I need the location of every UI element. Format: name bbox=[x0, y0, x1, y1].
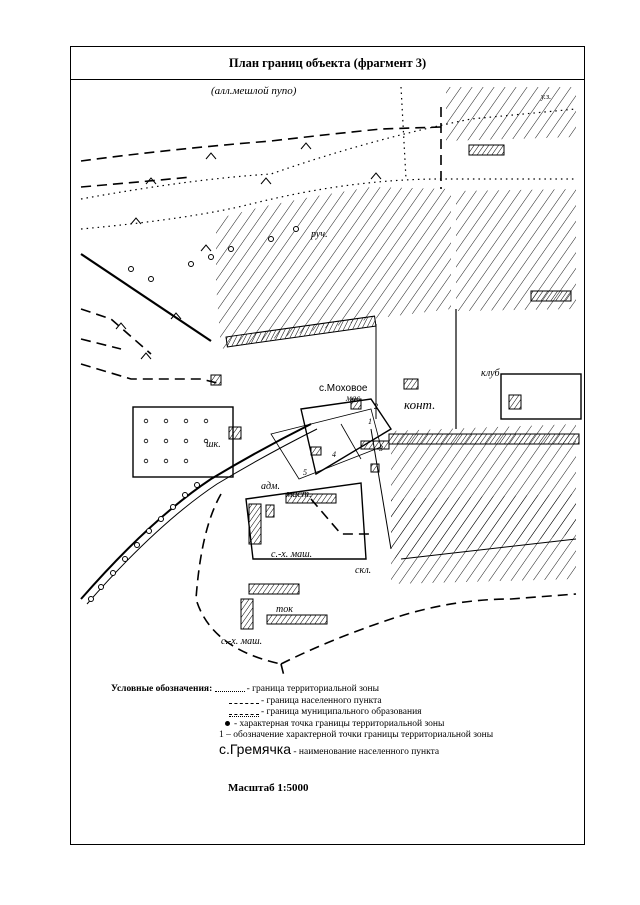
legend-row-point-number: 1 – обозначение характерной точки границ… bbox=[111, 730, 581, 742]
point-label-1: 1 bbox=[368, 417, 372, 426]
legend-point-number-sample: 1 bbox=[219, 730, 224, 740]
label-shk: шк. bbox=[206, 439, 221, 450]
building-bars bbox=[210, 144, 580, 630]
legend-text-point-number: – обозначение характерной точки границы … bbox=[226, 730, 494, 740]
legend-settlement-name-sample: с.Гремячка bbox=[219, 740, 291, 757]
dotted-line-swatch bbox=[214, 685, 245, 693]
legend-text-settlement: - граница населенного пункта bbox=[261, 695, 382, 706]
point-label-5: 5 bbox=[303, 468, 307, 477]
dash-dot-line-swatch bbox=[229, 708, 259, 718]
map-scale: Масштаб 1:5000 bbox=[228, 782, 309, 794]
legend-text-municipal: - граница муниципального образования bbox=[261, 707, 422, 717]
label-mast: маст. bbox=[285, 489, 312, 500]
label-adm: адм. bbox=[261, 481, 280, 492]
legend-text-settlement-name: - наименование населенного пункта bbox=[293, 746, 440, 757]
school-yard-dots bbox=[143, 418, 209, 464]
label-uz: у.з. bbox=[540, 92, 551, 101]
map-sheet-frame: План границ объекта (фрагмент 3) bbox=[70, 46, 585, 845]
label-top-road: (алл.мешлой пупо) bbox=[211, 85, 297, 97]
legend-text-point: - характерная точка границы территориаль… bbox=[234, 718, 445, 729]
legend-text-zone: - граница территориальной зоны bbox=[246, 684, 379, 694]
label-klub: клуб bbox=[481, 368, 501, 379]
block-outlines bbox=[132, 373, 582, 560]
point-icon bbox=[225, 720, 230, 726]
meadow-marks bbox=[115, 142, 382, 360]
tree-symbols bbox=[88, 226, 299, 602]
legend-row-municipal: - граница муниципального образования bbox=[111, 707, 581, 719]
legend-row-point: - характерная точка границы территориаль… bbox=[111, 719, 581, 731]
point-label-4: 4 bbox=[332, 450, 336, 459]
cadastral-map: 2 3 4 5 1 (алл.мешлой пупо) у.з. руч. с.… bbox=[80, 85, 582, 679]
point-label-2: 2 bbox=[374, 402, 378, 411]
legend-row-settlement-name: с.Гремячка - наименование населенного пу… bbox=[111, 740, 581, 762]
territorial-zone-polygon bbox=[270, 408, 382, 480]
label-sh-mash-2: с.-х. маш. bbox=[221, 636, 262, 647]
hatched-blocks bbox=[216, 87, 576, 584]
label-tok: ток bbox=[276, 604, 293, 615]
label-skl: скл. bbox=[355, 565, 371, 576]
label-mas: мас. bbox=[345, 393, 363, 403]
point-label-3: 3 bbox=[378, 444, 383, 453]
dashed-line-swatch bbox=[229, 697, 259, 704]
map-legend: Условные обозначения: - граница территор… bbox=[111, 684, 581, 762]
label-village-name: с.Моховое bbox=[319, 383, 368, 394]
label-kont: конт. bbox=[404, 397, 435, 412]
map-labels: (алл.мешлой пупо) у.з. руч. с.Моховое ма… bbox=[206, 85, 551, 647]
label-sh-mash-1: с.-х. маш. bbox=[271, 549, 312, 560]
characteristic-points: 2 3 4 5 1 bbox=[303, 402, 383, 477]
legend-row-settlement: - граница населенного пункта bbox=[111, 696, 581, 708]
legend-heading: Условные обозначения: bbox=[111, 684, 213, 694]
legend-row-zone: Условные обозначения: - граница территор… bbox=[111, 684, 581, 696]
settlement-boundary-dashed bbox=[80, 107, 577, 665]
sheet-title: План границ объекта (фрагмент 3) bbox=[71, 47, 584, 80]
label-brook: руч. bbox=[310, 229, 328, 240]
